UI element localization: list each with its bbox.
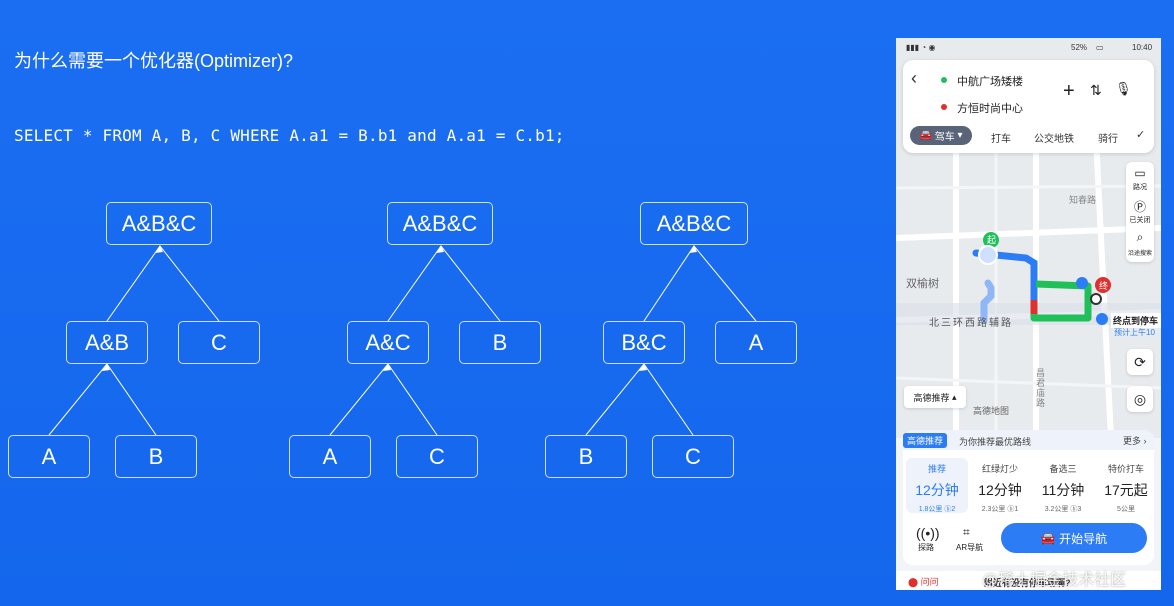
battery-icon: ▭ bbox=[1096, 43, 1104, 52]
tree-edges bbox=[48, 245, 757, 436]
road-label-3: 昌君庙路 bbox=[1036, 368, 1046, 408]
route-option-1[interactable]: 推荐 12分钟 1.8公里 ⓑ2 bbox=[906, 458, 968, 513]
parking-icon[interactable]: Ⓟ bbox=[1133, 200, 1146, 214]
traffic-icon[interactable]: ▭ bbox=[1134, 166, 1146, 180]
bottom-strip bbox=[896, 571, 1161, 590]
route-option-3-detail: 3.2公里 ⓑ3 bbox=[1044, 506, 1082, 513]
tree1-join-node: A&B bbox=[66, 321, 148, 364]
tree3-leaf-left: B bbox=[545, 435, 627, 478]
tree3-side-node: A bbox=[715, 321, 797, 364]
start-marker-label: 起 bbox=[987, 235, 997, 245]
watermark: @稀土掘金技术社区 bbox=[982, 572, 1127, 589]
search-icon[interactable]: ⌕ bbox=[1136, 230, 1144, 244]
tree1-side-node: C bbox=[178, 321, 260, 364]
parking-label: 已关闭 bbox=[1129, 217, 1151, 224]
phone-screenshot: 起 终 北三环西路辅路 双榆树 知春路 昌君庙路 终点到停车 预计上午10 高德… bbox=[896, 38, 1161, 590]
recommend-text: 为你推荐最优路线 bbox=[959, 437, 1032, 447]
signal-icon: ▮▮▮ ◔ ◉ bbox=[906, 43, 936, 52]
destination-label: 终点到停车 bbox=[1111, 313, 1161, 328]
back-icon[interactable]: ‹ bbox=[911, 68, 917, 88]
tree3-join-node: B&C bbox=[603, 321, 685, 364]
tree1-leaf-left: A bbox=[8, 435, 90, 478]
route-option-4-time: 17元起 bbox=[1104, 482, 1148, 498]
route-option-3[interactable]: 备选三 11分钟 3.2公里 ⓑ3 bbox=[1032, 458, 1094, 514]
clock: 10:40 bbox=[1132, 43, 1153, 52]
tree2-leaf-right: C bbox=[396, 435, 478, 478]
explore-label: 探路 bbox=[918, 543, 934, 552]
tree3-root-node: A&B&C bbox=[640, 202, 748, 245]
locate-icon[interactable]: ◎ bbox=[1127, 386, 1153, 412]
route-option-1-tag: 推荐 bbox=[927, 464, 946, 474]
mode-tab-taxi[interactable]: 打车 bbox=[991, 134, 1011, 145]
microphone-icon[interactable]: 🎙 bbox=[1115, 81, 1132, 96]
map-view[interactable]: 起 终 北三环西路辅路 双榆树 知春路 昌君庙路 终点到停车 预计上午10 高德… bbox=[896, 38, 1161, 439]
route-option-3-time: 11分钟 bbox=[1041, 482, 1085, 498]
route-option-2-detail: 2.3公里 ⓑ1 bbox=[981, 506, 1019, 513]
nearby-question[interactable]: 附近有没有停车场啊? bbox=[984, 578, 1071, 588]
add-stop-icon[interactable]: + bbox=[1063, 80, 1075, 102]
tree2-leaf-left: A bbox=[289, 435, 371, 478]
start-navigation-label: 开始导航 bbox=[1059, 531, 1108, 546]
explore-icon[interactable]: ((•)) bbox=[916, 525, 940, 541]
ar-label: AR导航 bbox=[956, 543, 984, 552]
start-navigation-button[interactable]: 🚘 开始导航 bbox=[1001, 523, 1147, 553]
route-option-1-time: 12分钟 bbox=[915, 482, 959, 498]
area-label: 双榆树 bbox=[906, 278, 939, 290]
road-label-2: 知春路 bbox=[1069, 195, 1097, 205]
more-routes-label: 更多 bbox=[1123, 436, 1142, 446]
tree2-side-node: B bbox=[459, 321, 541, 364]
route-card: ‹ 中航广场矮楼 方恒时尚中心 + ⇅ 🎙 🚘 驾车 ▾ 打车 公交地铁 骑行 … bbox=[903, 60, 1154, 153]
route-option-3-tag: 备选三 bbox=[1049, 464, 1077, 474]
recommend-toggle[interactable]: 高德推荐 ▴ bbox=[904, 386, 966, 408]
map-brand: 高德地图 bbox=[973, 406, 1010, 416]
battery-level: 52% bbox=[1071, 43, 1088, 52]
swap-icon[interactable]: ⇅ bbox=[1090, 82, 1102, 98]
mode-tab-transit[interactable]: 公交地铁 bbox=[1034, 134, 1074, 145]
origin-field[interactable]: 中航广场矮楼 bbox=[957, 76, 1023, 88]
mode-tab-bike[interactable]: 骑行 bbox=[1098, 134, 1118, 145]
tree2-join-node: A&C bbox=[347, 321, 429, 364]
ask-icon[interactable]: ⬤ 问问 bbox=[908, 577, 939, 587]
route-option-4[interactable]: 特价打车 17元起 5公里 bbox=[1095, 458, 1157, 514]
tree3-leaf-right: C bbox=[652, 435, 734, 478]
tree2-root-node: A&B&C bbox=[387, 202, 493, 245]
destination-dot bbox=[941, 104, 947, 110]
recommend-bar bbox=[903, 430, 1154, 450]
route-option-2[interactable]: 红绿灯少 12分钟 2.3公里 ⓑ1 bbox=[969, 458, 1031, 514]
tree1-leaf-right: B bbox=[115, 435, 197, 478]
recommend-badge: 高德推荐 bbox=[903, 433, 948, 448]
tree1-root-node: A&B&C bbox=[106, 202, 212, 245]
recommend-toggle-label: 高德推荐 bbox=[913, 392, 950, 403]
refresh-icon[interactable]: ⟳ bbox=[1127, 349, 1153, 375]
destination-field[interactable]: 方恒时尚中心 bbox=[957, 103, 1023, 115]
route-option-2-tag: 红绿灯少 bbox=[981, 464, 1018, 474]
traffic-label: 路况 bbox=[1133, 184, 1147, 191]
ar-icon[interactable]: ⌗ bbox=[963, 525, 970, 539]
route-option-4-detail: 5公里 bbox=[1117, 506, 1135, 513]
map-side-tools: ▭ 路况 Ⓟ 已关闭 ⌕ 沿途搜索 bbox=[1126, 162, 1154, 262]
route-option-2-time: 12分钟 bbox=[978, 482, 1022, 498]
route-option-1-detail: 1.8公里 ⓑ2 bbox=[918, 506, 956, 513]
destination-eta: 预计上午10 bbox=[1114, 328, 1155, 337]
mode-tab-drive[interactable]: 🚘 驾车 ▾ bbox=[910, 126, 972, 145]
sql-query: SELECT * FROM A, B, C WHERE A.a1 = B.b1 … bbox=[14, 126, 565, 145]
search-label: 沿途搜索 bbox=[1127, 251, 1152, 257]
end-marker-label: 终 bbox=[1099, 281, 1109, 291]
more-routes-link[interactable]: 更多 › bbox=[1123, 436, 1147, 446]
car-icon: 🚘 bbox=[919, 130, 932, 141]
more-modes-icon[interactable]: ✓ bbox=[1136, 129, 1146, 141]
road-label-main: 北三环西路辅路 bbox=[929, 318, 1013, 329]
slide-title: 为什么需要一个优化器(Optimizer)? bbox=[14, 51, 294, 71]
mode-tab-drive-label: 驾车 bbox=[934, 132, 955, 143]
status-bar: ▮▮▮ ◔ ◉ 52% ▭ 10:40 bbox=[896, 38, 1161, 58]
car-icon: 🚘 bbox=[1040, 531, 1056, 545]
route-option-4-tag: 特价打车 bbox=[1107, 464, 1144, 474]
origin-dot bbox=[941, 77, 947, 83]
